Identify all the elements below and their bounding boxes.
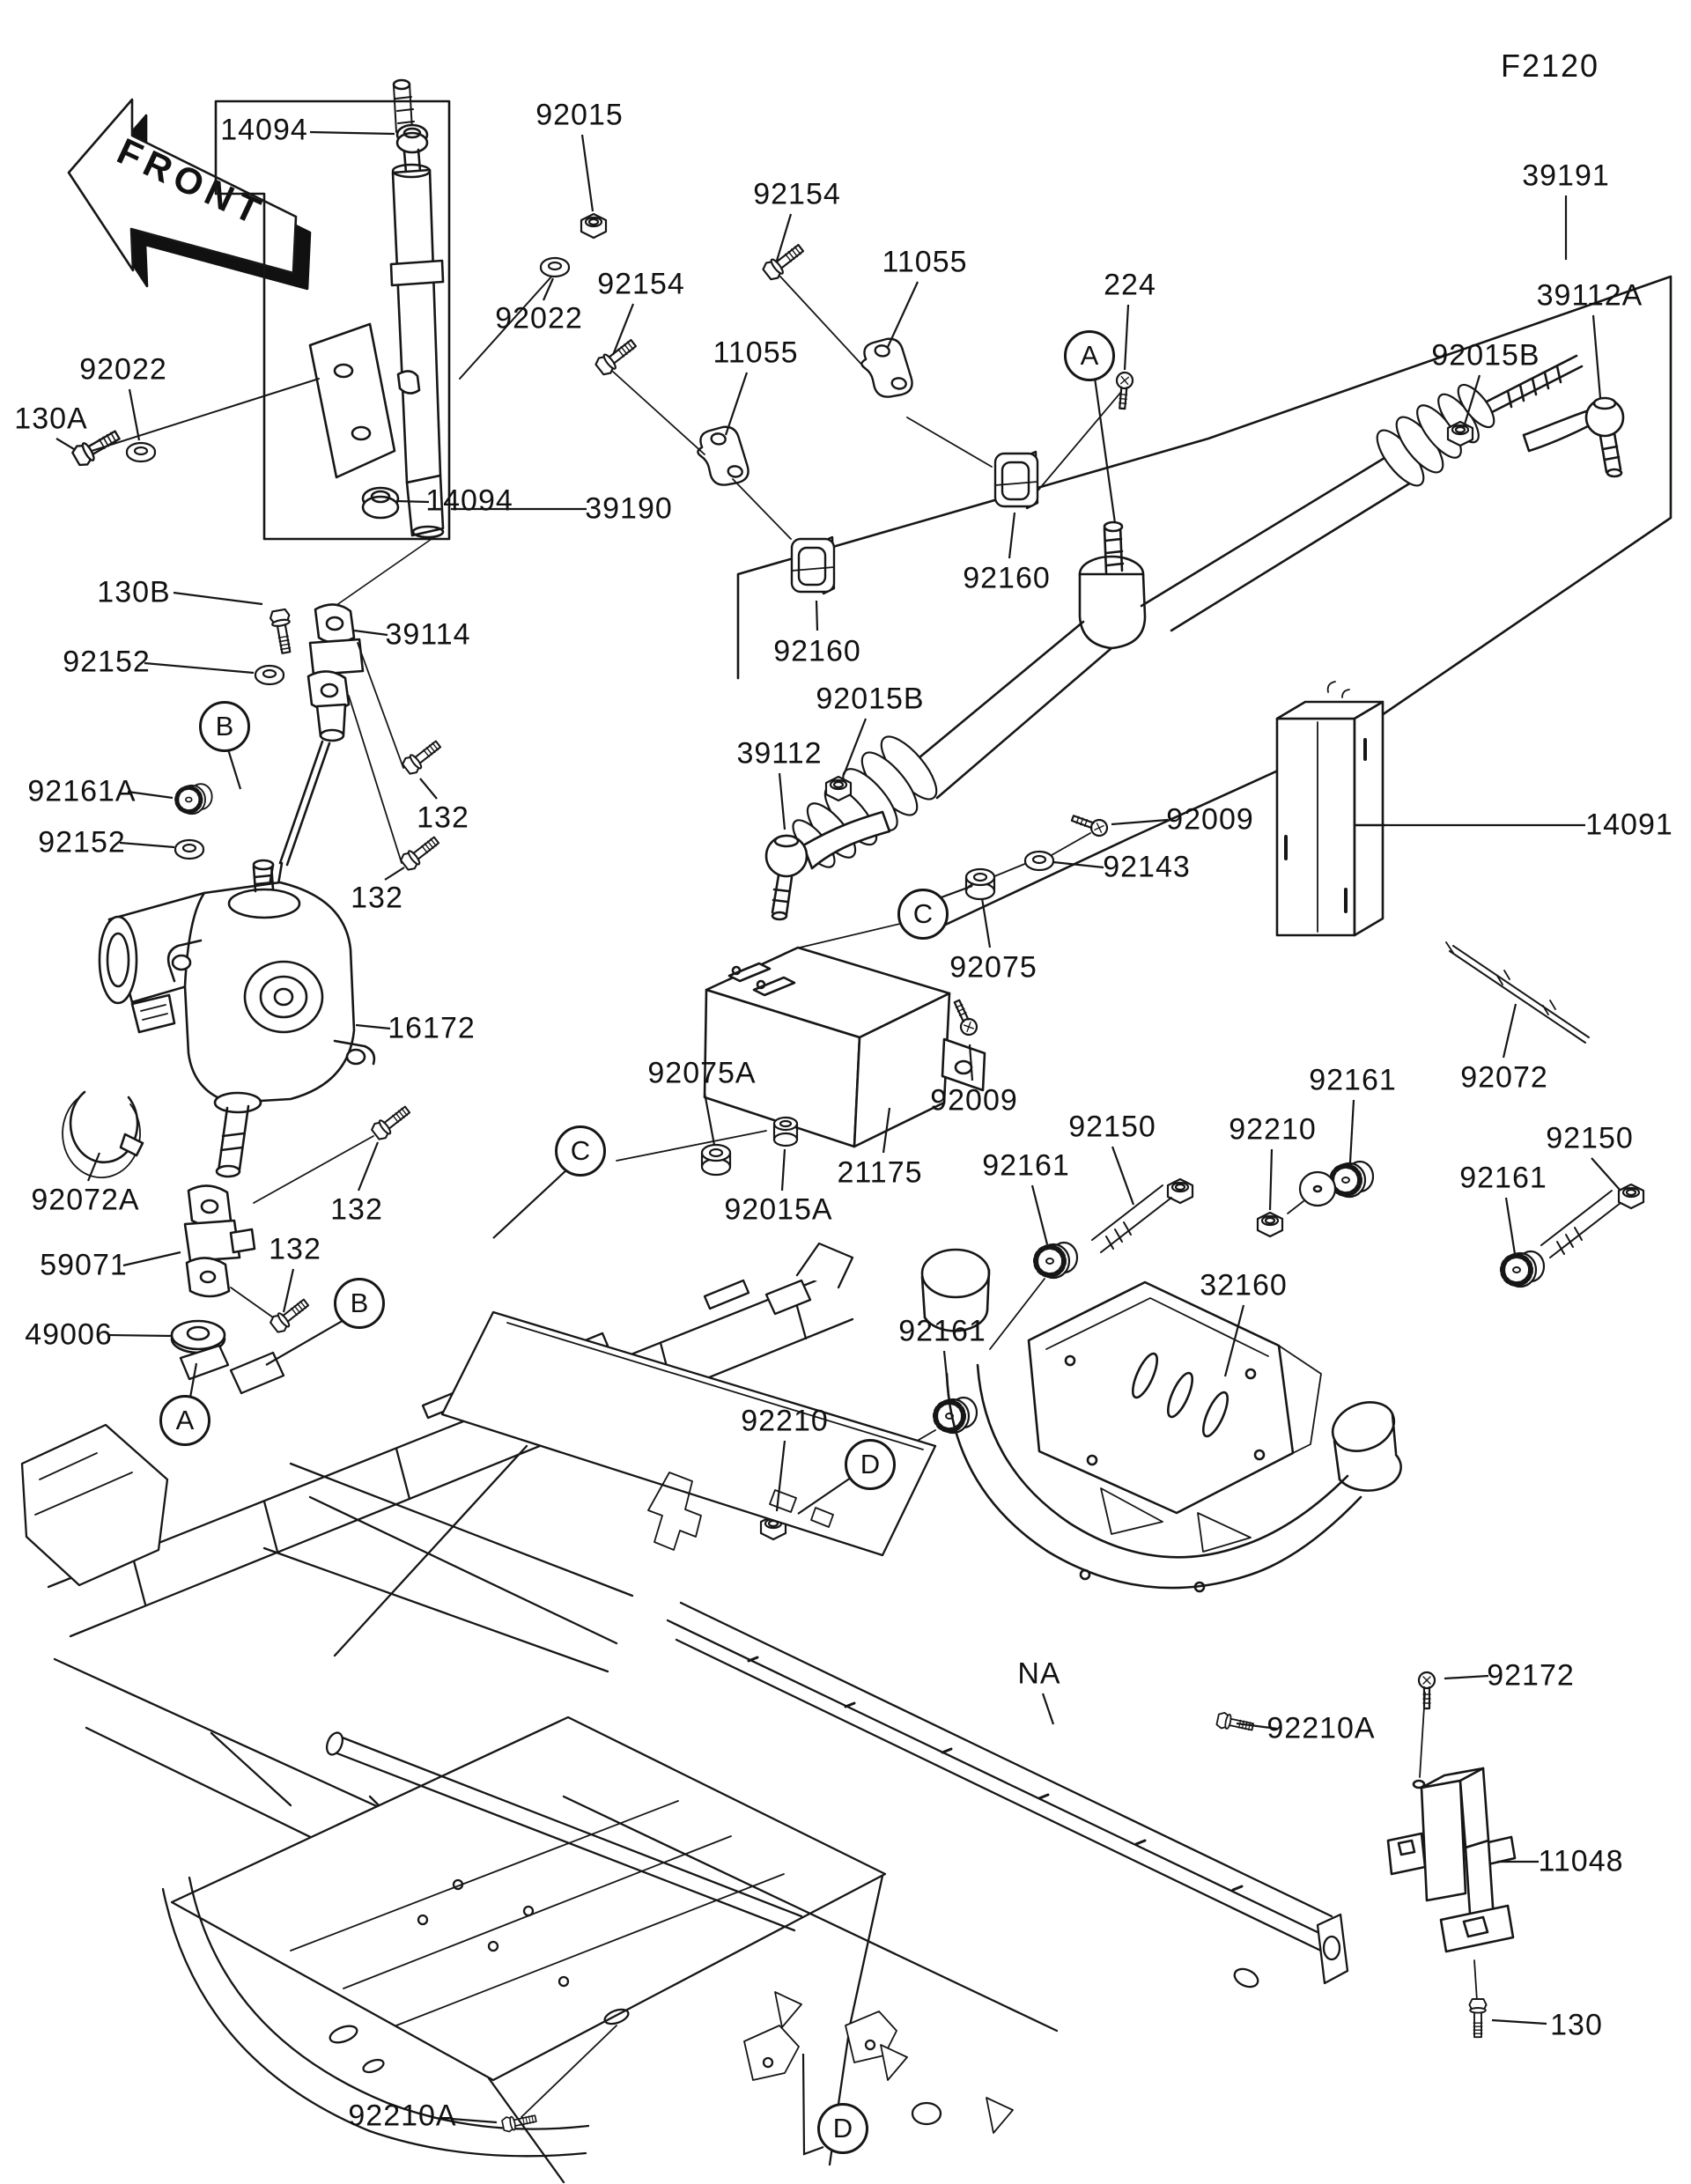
part-label-132: 132 <box>351 881 403 915</box>
part-label-16172: 16172 <box>388 1011 476 1045</box>
part-label-92009: 92009 <box>930 1083 1018 1118</box>
part-label-39190: 39190 <box>585 491 673 526</box>
part-label-92075: 92075 <box>949 950 1037 985</box>
part-label-92172: 92172 <box>1487 1658 1575 1693</box>
part-label-39114: 39114 <box>385 617 471 652</box>
ref-marker-C: C <box>555 1125 606 1177</box>
part-label-132: 132 <box>417 801 469 835</box>
part-label-92161: 92161 <box>1459 1161 1547 1195</box>
part-label-39112: 39112 <box>736 736 823 771</box>
page-code: F2120 <box>1500 48 1600 84</box>
part-label-92072A: 92072A <box>31 1183 140 1217</box>
part-label-92210A: 92210A <box>1266 1711 1376 1745</box>
rear-guard <box>920 1248 1402 1593</box>
part-label-92022: 92022 <box>495 301 583 336</box>
eps-unit <box>98 859 376 1178</box>
part-label-92075A: 92075A <box>647 1056 757 1090</box>
part-label-92160: 92160 <box>963 561 1051 595</box>
part-label-11048: 11048 <box>1538 1844 1624 1878</box>
part-label-92160: 92160 <box>773 634 861 668</box>
fasteners <box>70 212 1474 2134</box>
ref-marker-B: B <box>334 1278 385 1329</box>
part-label-92152: 92152 <box>38 825 126 860</box>
ref-marker-B: B <box>199 701 250 752</box>
part-label-130A: 130A <box>14 402 88 436</box>
part-label-92143: 92143 <box>1103 850 1191 884</box>
part-label-11055: 11055 <box>882 245 968 279</box>
part-label-11055: 11055 <box>713 336 799 370</box>
part-label-92161: 92161 <box>898 1314 986 1348</box>
part-label-21175: 21175 <box>837 1155 923 1190</box>
controller-box <box>616 809 1111 1177</box>
part-label-92154: 92154 <box>597 267 685 301</box>
part-label-39191: 39191 <box>1522 159 1610 193</box>
part-label-39112A: 39112A <box>1536 278 1643 313</box>
part-label-130B: 130B <box>97 575 171 609</box>
part-label-132: 132 <box>269 1232 321 1266</box>
part-label-14094: 14094 <box>425 483 513 518</box>
cover-box <box>1275 681 1386 937</box>
part-label-14094: 14094 <box>220 113 308 147</box>
upper-u-joint <box>264 603 404 909</box>
part-label-92161: 92161 <box>1309 1063 1397 1097</box>
part-label-92015B: 92015B <box>816 682 925 716</box>
part-label-NA: NA <box>1017 1656 1061 1691</box>
part-label-92150: 92150 <box>1068 1110 1156 1144</box>
part-label-130: 130 <box>1550 2008 1603 2042</box>
part-label-92072: 92072 <box>1460 1060 1548 1095</box>
steering-column-group <box>91 78 554 609</box>
part-label-92015: 92015 <box>535 98 624 132</box>
part-label-92154: 92154 <box>753 177 841 211</box>
part-label-14091: 14091 <box>1585 808 1673 842</box>
part-label-92150: 92150 <box>1546 1121 1634 1155</box>
stay-bracket <box>1386 1671 1517 2039</box>
ref-marker-D: D <box>817 2103 868 2154</box>
ref-marker-D: D <box>845 1439 896 1490</box>
part-label-92210: 92210 <box>741 1404 829 1438</box>
part-label-49006: 49006 <box>25 1317 113 1352</box>
part-label-92210: 92210 <box>1229 1112 1317 1147</box>
ref-marker-C: C <box>897 889 949 940</box>
part-label-224: 224 <box>1104 268 1156 302</box>
frame-chassis <box>20 1242 1349 2184</box>
part-label-92152: 92152 <box>63 645 151 679</box>
part-label-59071: 59071 <box>40 1248 128 1282</box>
lower-u-joint <box>62 1090 374 1354</box>
ref-marker-A: A <box>159 1395 210 1446</box>
part-label-132: 132 <box>330 1192 383 1227</box>
part-label-92161A: 92161A <box>27 774 137 808</box>
ref-marker-A: A <box>1064 330 1115 381</box>
part-label-92022: 92022 <box>79 352 167 387</box>
front-arrow: FRONT <box>67 98 312 291</box>
part-label-32160: 32160 <box>1200 1268 1288 1302</box>
part-label-92009: 92009 <box>1166 802 1254 837</box>
part-label-92161: 92161 <box>982 1148 1070 1183</box>
part-label-92015B: 92015B <box>1431 338 1540 373</box>
part-label-92015A: 92015A <box>724 1192 833 1227</box>
mount-hardware <box>759 941 1645 1541</box>
part-label-92210A: 92210A <box>348 2099 457 2133</box>
